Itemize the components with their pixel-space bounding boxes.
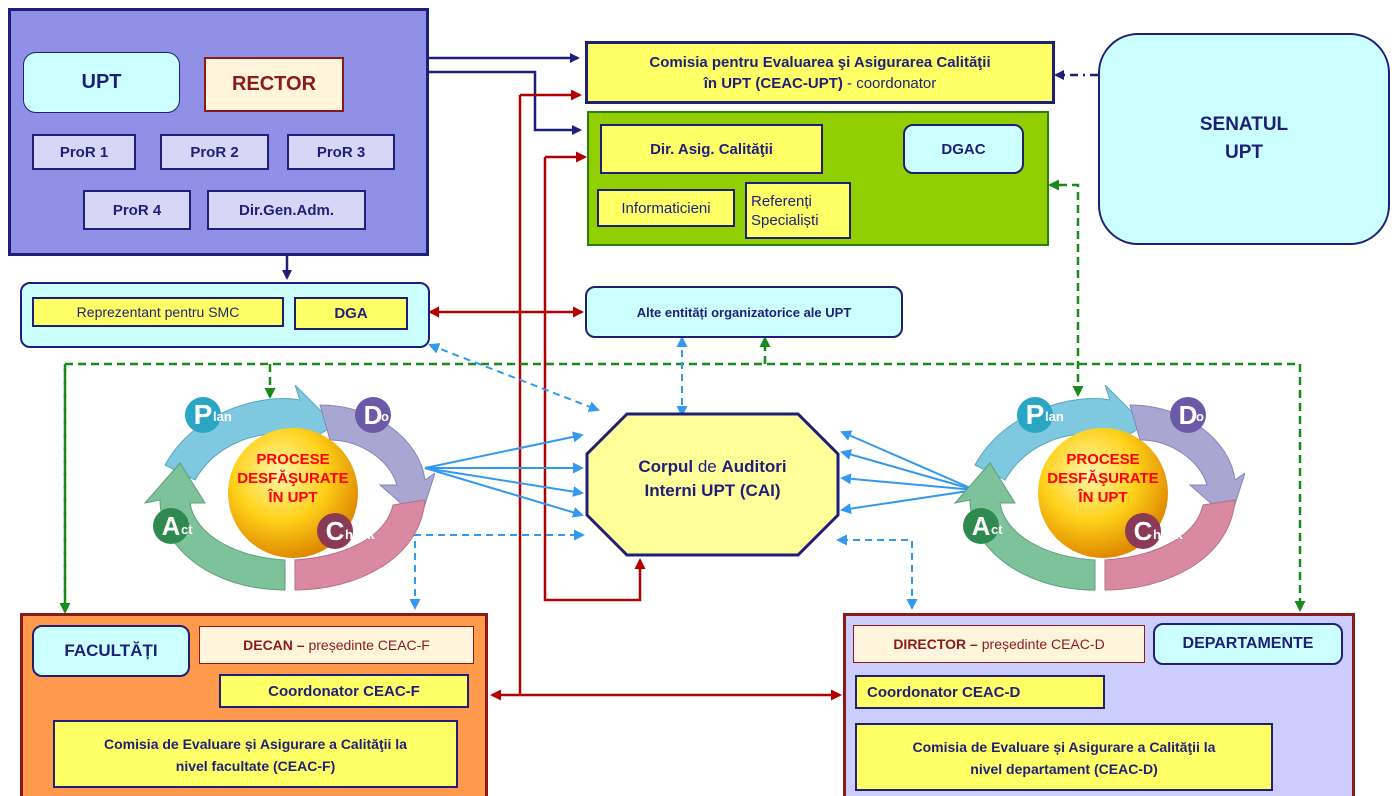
act-letter-right: A [963, 508, 999, 544]
act-letter-left: A [153, 508, 189, 544]
pror4-label: ProR 4 [83, 190, 191, 230]
cai-octagon [585, 412, 840, 557]
cai-corpul: Corpul [638, 457, 694, 476]
blue-fan-l3 [424, 467, 584, 498]
director-bold: DIRECTOR – [893, 636, 978, 652]
blue-dash-fac-cai [409, 529, 585, 610]
act-badge-right: A ct [963, 508, 1023, 548]
plan-letter-left: P [185, 397, 221, 433]
comisia-ceac-d-box: Comisia de Evaluare și Asigurare a Calit… [855, 723, 1273, 791]
blue-fan-l4 [424, 467, 584, 518]
pdca-center-left-l3: ÎN UPT [268, 489, 318, 506]
comisia-ceac-d-l1: Comisia de Evaluare și Asigurare a Calit… [912, 739, 1216, 755]
cai-auditori: Auditori [721, 457, 787, 476]
cai-line2: Interni UPT (CAI) [644, 481, 781, 500]
act-badge-left: A ct [153, 508, 213, 548]
pdca-center-right-l3: ÎN UPT [1078, 489, 1128, 506]
plan-arrow-right [974, 385, 1146, 481]
comisia-ceac-d-l2: nivel departament (CEAC-D) [970, 761, 1158, 777]
dir-gen-adm-label: Dir.Gen.Adm. [207, 190, 366, 230]
pror3-label: ProR 3 [287, 134, 395, 170]
do-rest-left: o [381, 409, 389, 424]
plan-badge-left: P lan [185, 397, 255, 437]
ceac-upt-line2-rest: - coordonator [842, 75, 937, 92]
senatul-line2: UPT [1225, 142, 1263, 163]
pdca-cycle-right: P lan D o C heck A ct PROCESE DESFĂŞURAT… [945, 385, 1245, 595]
pdca-cycle-left: P lan D o C heck A ct PROCESE DESFĂŞURAT… [135, 385, 435, 595]
do-badge-left: D o [355, 397, 405, 437]
check-arrow-right [1104, 499, 1236, 591]
decan-label: DECAN – președinte CEAC-F [199, 626, 474, 664]
departamente-title: DEPARTAMENTE [1153, 623, 1343, 665]
blue-fan-l1 [424, 431, 584, 469]
dga-label: DGA [294, 297, 408, 330]
cai-text: Corpul de Auditori Interni UPT (CAI) [585, 455, 840, 515]
act-rest-left: ct [181, 522, 193, 537]
senatul-line1: SENATUL [1199, 114, 1289, 135]
plan-badge-right: P lan [1017, 397, 1087, 437]
senatul-upt-box: SENATUL UPT [1098, 33, 1390, 245]
blue-dash-smc-cai [428, 343, 600, 412]
dir-asig-calitatii-label: Dir. Asig. Calităţii [600, 124, 823, 174]
director-label: DIRECTOR – președinte CEAC-D [853, 625, 1145, 663]
act-arrow-right [953, 462, 1096, 591]
reprezentant-smc-label: Reprezentant pentru SMC [32, 297, 284, 327]
do-letter-right: D [1170, 397, 1206, 433]
facultati-title: FACULTĂȚI [32, 625, 190, 677]
upt-label: UPT [23, 52, 180, 113]
pdca-center-right-l1: PROCESE [1066, 451, 1140, 468]
act-rest-right: ct [991, 522, 1003, 537]
informaticieni-label: Informaticieni [597, 189, 735, 227]
blue-fan-r1 [840, 430, 976, 491]
referenti-label: Referenți Specialiști [745, 182, 851, 239]
director-rest: președinte CEAC-D [981, 636, 1105, 652]
do-letter-left: D [355, 397, 391, 433]
comisia-ceac-f-box: Comisia de Evaluare și Asigurare a Calit… [53, 720, 458, 788]
ceac-upt-box: Comisia pentru Evaluarea şi Asigurarea C… [585, 41, 1055, 104]
plan-rest-right: lan [1045, 409, 1064, 424]
ceac-upt-line1: Comisia pentru Evaluarea şi Asigurarea C… [649, 54, 991, 71]
decan-rest: președinte CEAC-F [308, 637, 430, 653]
check-badge-right: C heck [1125, 513, 1205, 553]
blue-fan-r3 [840, 473, 976, 491]
alte-entitati-box: Alte entități organizatorice ale UPT [585, 286, 903, 338]
do-badge-right: D o [1170, 397, 1220, 437]
pdca-center-left-l2: DESFĂŞURATE [237, 470, 349, 487]
act-arrow-left [143, 462, 286, 591]
pdca-ring-right [953, 385, 1245, 591]
check-rest-right: heck [1153, 527, 1183, 542]
coordonator-ceac-d-label: Coordonator CEAC-D [855, 675, 1105, 709]
check-letter-left: C [317, 513, 353, 549]
check-arrow-left [294, 499, 426, 591]
comisia-ceac-f-l2: nivel facultate (CEAC-F) [175, 758, 336, 774]
pdca-center-left-l1: PROCESE [256, 451, 330, 468]
arrow-upt-to-quality [429, 70, 582, 135]
cai-de: de [693, 457, 722, 476]
plan-rest-left: lan [213, 409, 232, 424]
green-dash-dgac [1048, 179, 1084, 397]
plan-letter-right: P [1017, 397, 1053, 433]
pdca-center-right-l2: DESFĂŞURATE [1047, 470, 1159, 487]
rector-label: RECTOR [204, 57, 344, 112]
blue-dash-dep-cai [836, 534, 918, 610]
pror2-label: ProR 2 [160, 134, 269, 170]
do-rest-right: o [1196, 409, 1204, 424]
coordonator-ceac-f-label: Coordonator CEAC-F [219, 674, 469, 708]
pror1-label: ProR 1 [32, 134, 136, 170]
blue-fan-r2 [840, 449, 976, 491]
check-rest-left: heck [345, 527, 375, 542]
ceac-upt-line2-bold: în UPT (CEAC-UPT) [703, 75, 843, 92]
pdca-center-left: PROCESE DESFĂŞURATE ÎN UPT [228, 450, 358, 507]
decan-bold: DECAN – [243, 637, 305, 653]
comisia-ceac-f-l1: Comisia de Evaluare și Asigurare a Calit… [104, 736, 407, 752]
check-badge-left: C heck [317, 513, 397, 553]
dgac-label: DGAC [903, 124, 1024, 174]
check-letter-right: C [1125, 513, 1161, 549]
pdca-center-right: PROCESE DESFĂŞURATE ÎN UPT [1038, 450, 1168, 507]
ceac-upt-line2: în UPT (CEAC-UPT) - coordonator [588, 73, 1052, 94]
blue-fan-r4 [840, 489, 976, 515]
